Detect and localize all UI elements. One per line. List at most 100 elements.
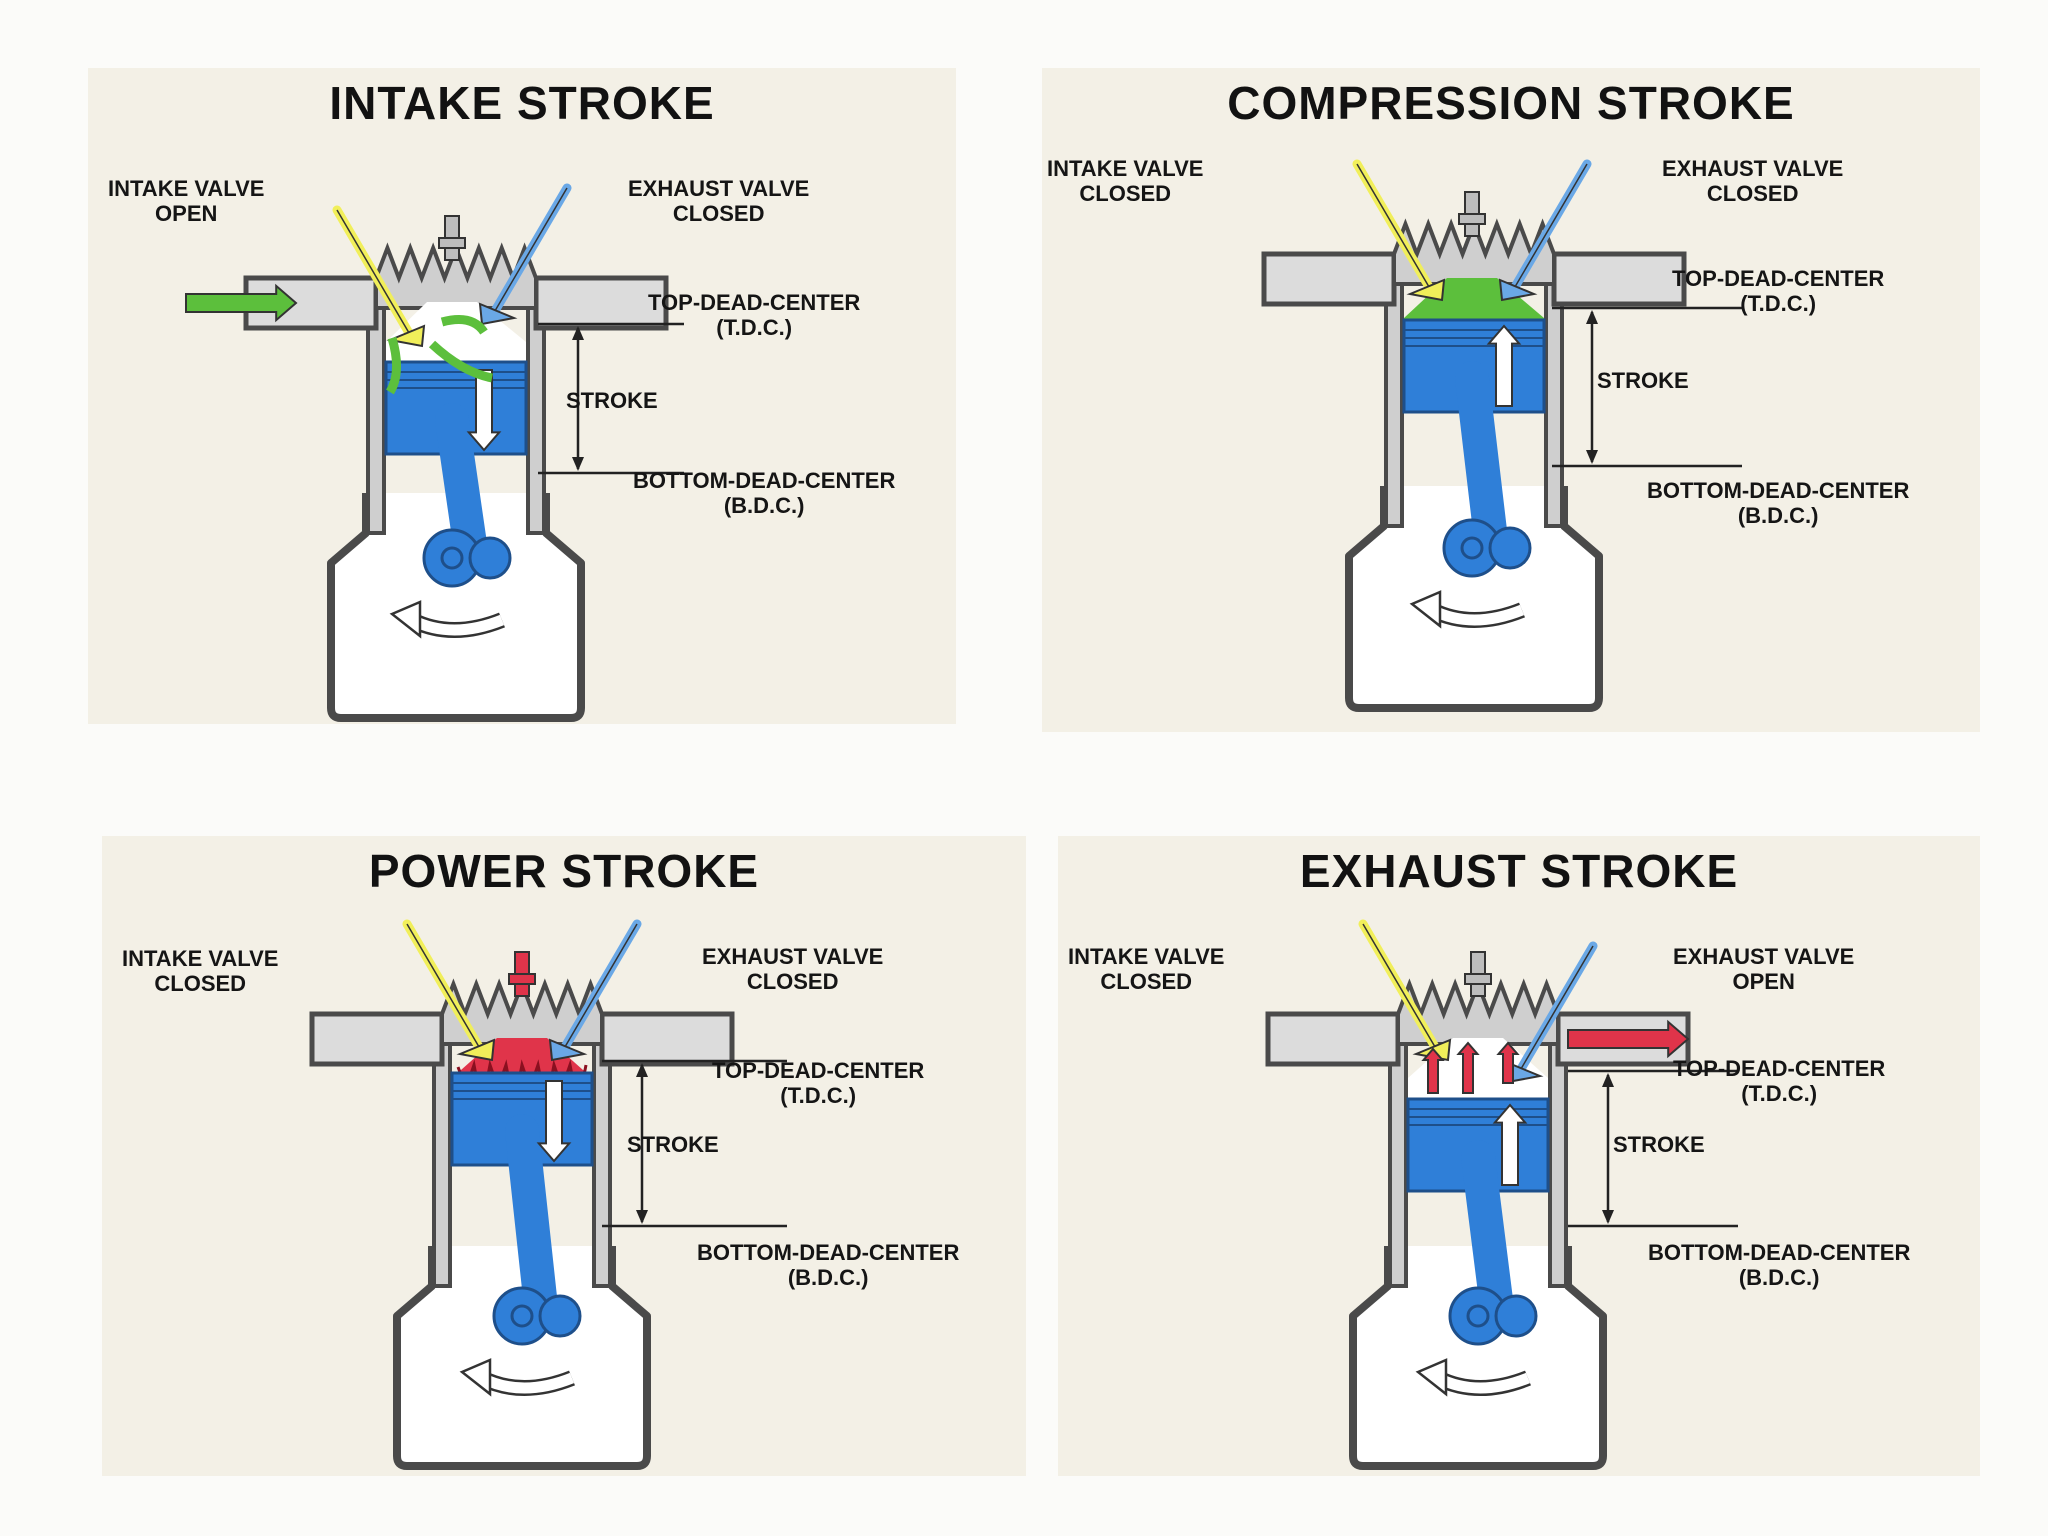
exhaust-valve-head [1498,278,1538,302]
engine-diagram-exhaust [1265,919,1738,1470]
bdc-label-line: (B.D.C.) [1738,1265,1820,1290]
intake-valve-stem-outline [1362,923,1439,1053]
exhaust-gas-arrow [1456,1041,1480,1094]
spark-plug-nut [508,973,536,985]
stroke-label: STROKE [1597,368,1689,393]
cylinder-wall-left [1388,1039,1408,1288]
intake-valve-stem-outline [406,923,483,1053]
rotation-arrow-head [459,1358,492,1397]
intake-valve-label-line: INTAKE VALVE [1047,156,1204,181]
stroke-arrowhead-bottom [636,1210,648,1224]
bdc-label-line: (B.D.C.) [787,1265,869,1290]
rotation-arrow-head [1415,1358,1448,1397]
stroke-title: COMPRESSION STROKE [1227,77,1795,129]
intake-valve-label-line: INTAKE VALVE [108,176,265,201]
crank-center [1460,536,1484,560]
bdc-label-line: BOTTOM-DEAD-CENTER [697,1240,960,1265]
exhaust-valve-label-line: EXHAUST VALVE [1662,156,1844,181]
intake-swirl-arrow [428,340,493,383]
intake-valve-stem-outline [336,209,413,339]
bdc-label-line: (B.D.C.) [1737,503,1819,528]
cylinder-wall-right [592,1029,612,1288]
crank-pin [1488,526,1532,570]
stroke-arrowhead-top [1602,1073,1614,1087]
crank-pin [1494,1294,1538,1338]
cylinder-wall-right [1544,276,1564,528]
crank-center [440,546,464,570]
piston-motion-arrow-down [536,1080,572,1163]
tdc-label-line: TOP-DEAD-CENTER [1672,266,1885,291]
tdc-label-line: TOP-DEAD-CENTER [1673,1056,1886,1081]
rotation-arrow-head [389,600,422,639]
piston-motion-arrow-down [466,369,502,452]
engine-exhaust [1265,919,1738,1470]
bdc-label: BOTTOM-DEAD-CENTER(B.D.C.) [633,468,895,518]
intake-port [309,1011,445,1067]
crank-center [1466,1304,1490,1328]
stroke-label: STROKE [1613,1132,1705,1157]
intake-valve-label-line: INTAKE VALVE [122,946,279,971]
stroke-arrowhead-top [636,1063,648,1077]
engine-diagram-intake [185,183,684,722]
exhaust-valve-label-line: CLOSED [1706,181,1799,206]
exhaust-valve-head [548,1038,588,1062]
tdc-label: TOP-DEAD-CENTER(T.D.C.) [712,1058,924,1108]
tdc-label-line: TOP-DEAD-CENTER [648,290,861,315]
exhaust-valve-label-line: OPEN [1732,969,1795,994]
stroke-arrowhead-top [572,326,584,340]
tdc-label-line: (T.D.C.) [1741,1081,1818,1106]
bdc-label-line: (B.D.C.) [723,493,805,518]
intake-swirl-arrow [440,315,488,335]
engine-power [309,919,787,1470]
intake-valve-head [456,1038,496,1062]
crankcase [393,1246,651,1470]
intake-valve-label-line: CLOSED [154,971,247,996]
bdc-label: BOTTOM-DEAD-CENTER(B.D.C.) [1647,478,1909,528]
cylinder-head-fins [1396,978,1560,1046]
bdc-label-line: BOTTOM-DEAD-CENTER [633,468,896,493]
engine-diagram-compression [1261,159,1742,712]
connecting-rod [1455,361,1509,565]
stroke-title: EXHAUST STROKE [1299,845,1739,897]
stroke-arrowhead-bottom [572,457,584,471]
cylinder-head-fins [440,978,604,1046]
stroke-label: STROKE [627,1132,719,1157]
crankcase [327,493,585,722]
cylinder-head-fins [1392,218,1556,286]
connecting-rod [505,1114,559,1333]
intake-valve-head [386,324,426,348]
exhaust-flow-arrow [1567,1019,1690,1059]
exhaust-valve-stem-outline [561,923,638,1053]
cylinder-wall-left [1384,276,1404,528]
spark-plug-nut [438,237,466,249]
piston-motion-arrow-up [1486,324,1522,407]
exhaust-port [599,1011,735,1067]
exhaust-valve-label-line: EXHAUST VALVE [1673,944,1855,969]
stroke-title: POWER STROKE [368,845,760,897]
engine-compression [1261,159,1742,712]
intake-port [1265,1011,1401,1067]
cylinder-wall-left [432,1029,452,1288]
intake-valve-stem-outline [1356,163,1433,293]
exhaust-port [1551,251,1687,307]
intake-valve-label-line: CLOSED [1079,181,1172,206]
intake-swirl-arrow [386,336,401,395]
tdc-label-line: (T.D.C.) [1740,291,1817,316]
exhaust-valve-label-line: EXHAUST VALVE [628,176,810,201]
tdc-label: TOP-DEAD-CENTER(T.D.C.) [648,290,860,340]
exhaust-valve-head [478,302,518,326]
rotation-arrow-head [1409,590,1442,629]
stroke-label: STROKE [566,388,658,413]
exhaust-valve-stem-outline [1511,163,1588,293]
intake-port [1261,251,1397,307]
